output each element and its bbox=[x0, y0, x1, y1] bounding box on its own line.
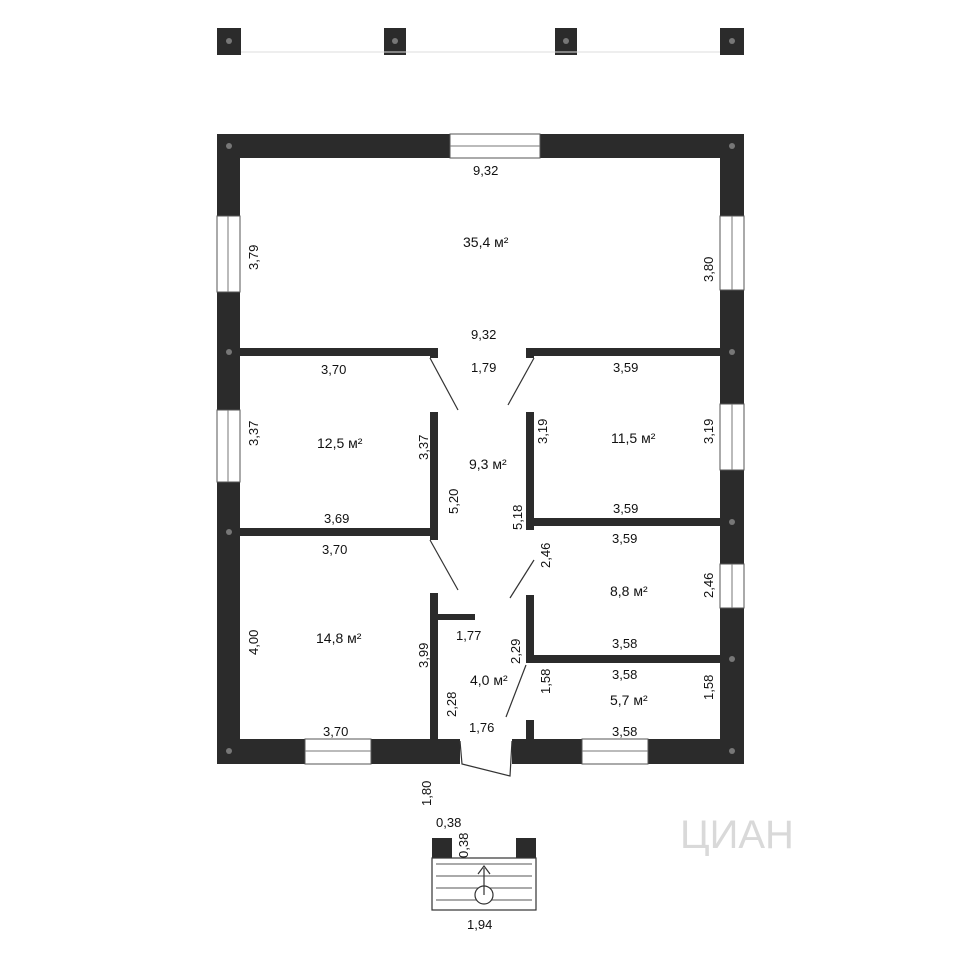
plan-rect bbox=[240, 528, 438, 536]
dim-hall-top: 1,79 bbox=[471, 360, 496, 375]
dim-bl-left: 3,37 bbox=[246, 421, 261, 446]
dim-entry-bottom: 1,76 bbox=[469, 720, 494, 735]
dim-rrm-right: 2,46 bbox=[701, 573, 716, 598]
door-room-right-middle bbox=[509, 559, 535, 599]
door-entrance bbox=[459, 740, 513, 777]
dim-rrm-top: 3,59 bbox=[612, 531, 637, 546]
dim-br-top: 3,59 bbox=[613, 360, 638, 375]
dim-rrm-left: 2,46 bbox=[538, 543, 553, 568]
door-bedroom-left bbox=[429, 357, 459, 411]
dim-bath-bottom: 3,58 bbox=[612, 724, 637, 739]
porch bbox=[431, 838, 537, 911]
dim-br-bottom: 3,59 bbox=[613, 501, 638, 516]
plan-rect bbox=[516, 838, 536, 858]
dim-rbl-top: 3,70 bbox=[322, 542, 347, 557]
plan-rect bbox=[526, 348, 720, 356]
dim-bl-right: 3,37 bbox=[416, 435, 431, 460]
plan-circle bbox=[729, 143, 735, 149]
dim-rrm-bottom: 3,58 bbox=[612, 636, 637, 651]
plan-circle bbox=[226, 38, 232, 44]
interior-walls bbox=[240, 348, 720, 741]
dim-bath-left: 1,58 bbox=[538, 669, 553, 694]
plan-circle bbox=[226, 143, 232, 149]
dim-entry-left: 2,28 bbox=[444, 692, 459, 717]
windows bbox=[216, 133, 745, 765]
room-living-area: 35,4 м² bbox=[463, 234, 509, 250]
area-labels: 35,4 м² 9,3 м² 12,5 м² 11,5 м² 14,8 м² 8… bbox=[316, 234, 656, 708]
room-bath-area: 5,7 м² bbox=[610, 692, 648, 708]
plan-rect bbox=[430, 593, 438, 741]
dim-living-bottom: 9,32 bbox=[471, 327, 496, 342]
plan-rect bbox=[430, 348, 438, 358]
plan-rect bbox=[526, 720, 534, 741]
door-bedroom-right bbox=[507, 357, 535, 406]
dimension-labels-vertical: 3,79 3,80 3,37 3,37 5,20 5,18 3,19 3,19 … bbox=[246, 245, 716, 858]
plan-rect bbox=[430, 530, 438, 540]
watermark-text: ЦИАН bbox=[680, 813, 794, 857]
plan-rect bbox=[432, 838, 452, 858]
plan-rect bbox=[526, 412, 534, 522]
dim-bl-bottom: 3,69 bbox=[324, 511, 349, 526]
room-entry-area: 4,0 м² bbox=[470, 672, 508, 688]
plan-circle bbox=[729, 519, 735, 525]
plan-rect bbox=[526, 520, 534, 530]
dim-rbl-bottom: 3,70 bbox=[323, 724, 348, 739]
plan-rect bbox=[240, 348, 438, 356]
dim-br-left: 3,19 bbox=[535, 419, 550, 444]
dim-porch-len: 1,80 bbox=[419, 781, 434, 806]
plan-circle bbox=[729, 748, 735, 754]
plan-rect bbox=[430, 412, 438, 536]
plan-circle bbox=[729, 656, 735, 662]
doors bbox=[429, 357, 535, 777]
plan-rect bbox=[526, 655, 720, 663]
dim-bl-top: 3,70 bbox=[321, 362, 346, 377]
plan-rect bbox=[431, 857, 537, 911]
plan-rect bbox=[437, 614, 475, 620]
dim-living-top: 9,32 bbox=[473, 163, 498, 178]
plan-circle bbox=[392, 38, 398, 44]
plan-circle bbox=[729, 349, 735, 355]
dim-bath-right: 1,58 bbox=[701, 675, 716, 700]
plan-rect bbox=[526, 518, 720, 526]
room-bedroom-right-area: 11,5 м² bbox=[611, 430, 656, 446]
door-room-bottom-left bbox=[429, 539, 459, 591]
plan-circle bbox=[729, 38, 735, 44]
dim-porch-width: 1,94 bbox=[467, 917, 492, 932]
door-bath bbox=[505, 664, 527, 718]
dim-br-right: 3,19 bbox=[701, 419, 716, 444]
room-bedroom-left-area: 12,5 м² bbox=[317, 435, 363, 451]
dim-bath-top: 3,58 bbox=[612, 667, 637, 682]
room-hall-area: 9,3 м² bbox=[469, 456, 507, 472]
plan-rect bbox=[526, 348, 534, 358]
dim-porch-b: 0,38 bbox=[456, 833, 471, 858]
dim-rbl-left: 4,00 bbox=[246, 630, 261, 655]
dim-porch-a: 0,38 bbox=[436, 815, 461, 830]
plan-rect bbox=[526, 595, 534, 655]
plan-circle bbox=[226, 748, 232, 754]
dim-rbl-right: 3,99 bbox=[416, 643, 431, 668]
dim-living-left: 3,79 bbox=[246, 245, 261, 270]
dim-hall-right: 5,18 bbox=[510, 505, 525, 530]
exterior-walls bbox=[217, 134, 744, 764]
dim-entry-right: 2,29 bbox=[508, 639, 523, 664]
plan-circle bbox=[226, 529, 232, 535]
wall-pins bbox=[226, 143, 735, 754]
arrow-up-icon bbox=[477, 865, 491, 875]
dimension-labels-horizontal: 9,32 9,32 1,79 3,70 3,59 3,69 3,59 3,70 … bbox=[321, 163, 638, 932]
plan-circle bbox=[563, 38, 569, 44]
plan-circle bbox=[226, 349, 232, 355]
dim-hall-left: 5,20 bbox=[446, 489, 461, 514]
dim-living-right: 3,80 bbox=[701, 257, 716, 282]
fence-posts bbox=[217, 28, 744, 55]
room-bottom-left-area: 14,8 м² bbox=[316, 630, 362, 646]
dim-entry-top: 1,77 bbox=[456, 628, 481, 643]
room-right-middle-area: 8,8 м² bbox=[610, 583, 648, 599]
